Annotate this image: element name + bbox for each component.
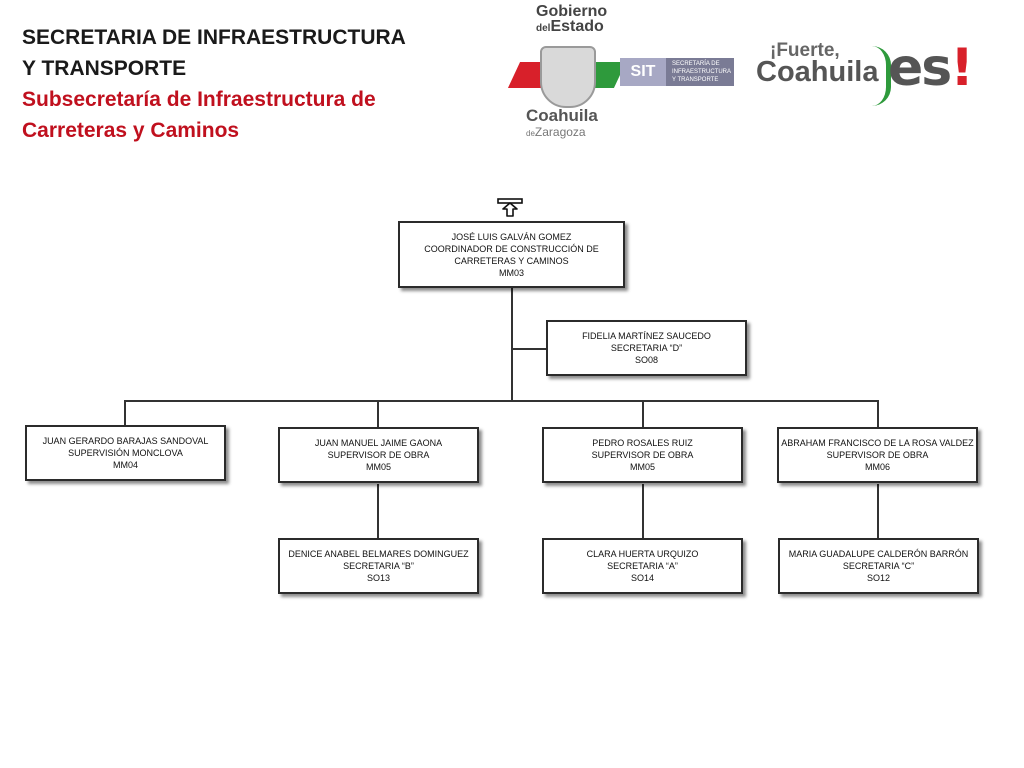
title-line-2: Y TRANSPORTE [22,57,187,80]
node-code: MM06 [864,462,890,472]
page-title: SECRETARIA DE INFRAESTRUCTURA Y TRANSPOR… [22,22,406,146]
node-name: FIDELIA MARTÍNEZ SAUCEDO [582,331,711,341]
coahuila-logo-text: Coahuila [526,106,598,125]
connector-line [642,484,644,538]
org-node-supervisor-1[interactable]: JUAN MANUEL JAIME GAONA SUPERVISOR DE OB… [278,427,479,483]
connector-line [511,288,513,401]
node-name: PEDRO ROSALES RUIZ [592,438,693,448]
node-role: SUPERVISIÓN MONCLOVA [68,448,183,458]
org-node-supervisor-2[interactable]: PEDRO ROSALES RUIZ SUPERVISOR DE OBRA MM… [542,427,743,483]
node-name: CLARA HUERTA URQUIZO [586,549,699,559]
node-role: SUPERVISOR DE OBRA [591,450,694,460]
org-node-secretary-b[interactable]: DENICE ANABEL BELMARES DOMINGUEZ SECRETA… [278,538,479,594]
gobierno-logo-text: Gobierno delEstado [536,3,608,35]
org-node-supervisor-3[interactable]: ABRAHAM FRANCISCO DE LA ROSA VALDEZ SUPE… [777,427,978,483]
connector-line [124,400,126,426]
node-role: SECRETARIA “D” [610,343,683,353]
connector-line [125,400,879,402]
connector-line [377,400,379,428]
coat-of-arms-icon [540,46,596,108]
gobierno-coahuila-logo: Gobierno delEstado Coahuila deZaragoza [507,3,627,140]
connector-line [877,400,879,428]
node-role: SECRETARIA “B” [343,561,414,571]
bracket-icon [872,46,891,106]
sit-abbr: SIT [620,58,666,86]
org-node-coordinator[interactable]: JOSÉ LUIS GALVÁN GOMEZ COORDINADOR DE CO… [398,221,625,288]
org-node-secretary-a[interactable]: CLARA HUERTA URQUIZO SECRETARIA “A” SO14 [542,538,743,594]
node-role: SUPERVISOR DE OBRA [327,450,430,460]
node-name: JOSÉ LUIS GALVÁN GOMEZ [451,231,572,242]
subtitle-line-1: Subsecretaría de Infraestructura de [22,88,376,111]
node-name: JUAN GERARDO BARAJAS SANDOVAL [42,436,209,446]
es-logo-text: es! [888,38,974,98]
campaign-line-2: Coahuila [756,56,879,88]
title-line-1: SECRETARIA DE INFRAESTRUCTURA [22,26,406,49]
node-name: DENICE ANABEL BELMARES DOMINGUEZ [288,549,469,559]
node-code: MM03 [498,267,524,278]
sit-logo: SIT SECRETARÍA DE INFRAESTRUCTURA Y TRAN… [620,58,734,86]
node-name: ABRAHAM FRANCISCO DE LA ROSA VALDEZ [781,438,974,448]
node-code: SO08 [634,355,658,365]
connector-line [877,484,879,538]
node-code: SO12 [866,573,890,583]
node-name: MARIA GUADALUPE CALDERÓN BARRÓN [788,549,969,559]
up-arrow-icon[interactable] [497,198,523,218]
node-code: SO13 [366,573,390,583]
node-role: SUPERVISOR DE OBRA [826,450,929,460]
node-role: SECRETARIA “A” [607,561,678,571]
connector-line [377,484,379,538]
org-node-monclova[interactable]: JUAN GERARDO BARAJAS SANDOVAL SUPERVISIÓ… [25,425,226,481]
node-role: SECRETARIA “C” [842,561,915,571]
node-role: CARRETERAS Y CAMINOS [454,255,569,266]
node-name: JUAN MANUEL JAIME GAONA [314,438,443,448]
subtitle-line-2: Carreteras y Caminos [22,119,240,142]
node-code: MM04 [112,460,138,470]
org-node-secretary-c[interactable]: MARIA GUADALUPE CALDERÓN BARRÓN SECRETAR… [778,538,979,594]
org-node-secretary-d[interactable]: FIDELIA MARTÍNEZ SAUCEDO SECRETARIA “D” … [546,320,747,376]
node-role: COORDINADOR DE CONSTRUCCIÓN DE [424,243,599,254]
fuerte-coahuila-logo: ¡Fuerte, Coahuila es! [752,38,992,110]
campaign-line-1: ¡Fuerte, [770,40,840,61]
zaragoza-logo-text: deZaragoza [526,125,586,139]
sit-full-name: SECRETARÍA DE INFRAESTRUCTURA Y TRANSPOR… [666,58,734,86]
node-code: SO14 [630,573,654,583]
connector-line [642,400,644,428]
node-code: MM05 [629,462,655,472]
connector-line [512,348,546,350]
node-code: MM05 [365,462,391,472]
